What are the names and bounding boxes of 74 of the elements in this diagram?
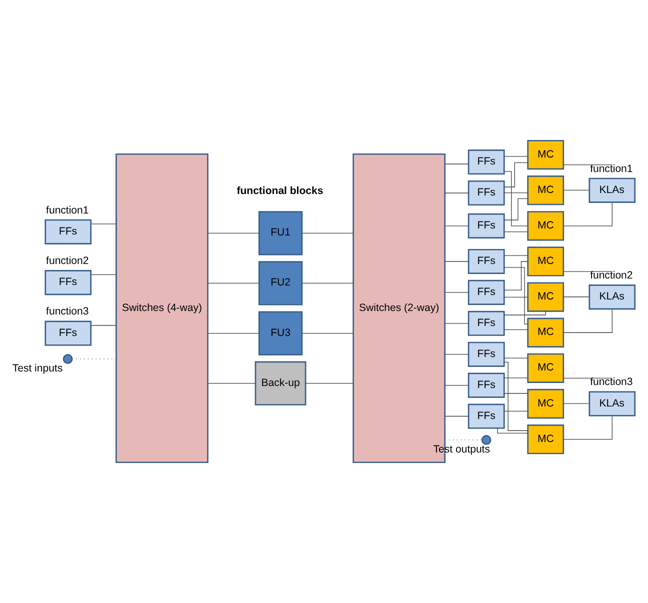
node-label: Test inputs — [12, 362, 63, 375]
connector — [302, 232, 354, 234]
node-box: MC — [527, 176, 564, 206]
node-box: FFs — [468, 150, 505, 175]
connector — [563, 309, 612, 333]
node-label: function2 — [46, 254, 89, 267]
connector — [504, 296, 528, 298]
connector — [302, 332, 354, 334]
node-box: FFs — [468, 404, 505, 429]
connector — [444, 261, 469, 262]
node-label: function3 — [590, 376, 633, 388]
connector — [563, 296, 590, 298]
connector — [563, 403, 590, 404]
node-box: MC — [527, 246, 564, 276]
connector — [504, 198, 528, 220]
connector — [563, 202, 612, 226]
node-box: Back-up — [254, 361, 306, 406]
connector — [504, 261, 528, 290]
connector — [563, 164, 613, 166]
node-box: FFs — [468, 342, 505, 367]
connector — [504, 171, 528, 226]
node-box: FFs — [468, 248, 505, 274]
node-box: FFs — [468, 280, 505, 305]
node-box: MC — [527, 353, 564, 383]
connector — [563, 271, 613, 272]
connector — [207, 282, 260, 284]
node-circle — [481, 435, 492, 445]
connector — [504, 410, 528, 412]
connector — [563, 378, 613, 379]
connector — [497, 428, 528, 434]
connector — [504, 311, 546, 316]
node-label: function3 — [46, 306, 89, 318]
node-circle — [62, 354, 73, 364]
node-box: FU1 — [258, 211, 303, 256]
connector — [444, 292, 469, 293]
node-box: Switches (4-way) — [116, 153, 208, 464]
connector — [504, 267, 528, 324]
connector — [504, 162, 528, 188]
connector — [444, 354, 469, 355]
connector — [91, 325, 116, 326]
node-box: MC — [527, 424, 564, 454]
connector — [563, 416, 612, 440]
node-box: MC — [527, 211, 564, 241]
node-box: MC — [527, 140, 564, 170]
node-box: FFs — [468, 180, 505, 206]
node-box: MC — [527, 318, 564, 348]
node-box: FU2 — [258, 261, 303, 306]
node-box: FU3 — [258, 311, 303, 356]
connector — [305, 383, 354, 384]
node-box: MC — [527, 388, 564, 419]
connector — [563, 190, 590, 191]
node-box: FFs — [468, 213, 505, 238]
connector — [504, 393, 528, 394]
connector — [444, 323, 469, 324]
connector — [504, 192, 528, 194]
node-box: FFs — [468, 310, 505, 336]
node-label: function1 — [46, 204, 89, 216]
node-box: FFs — [468, 372, 505, 398]
connector — [504, 362, 528, 431]
connector — [504, 255, 528, 256]
label: functional blocks — [236, 185, 324, 198]
connector — [302, 282, 354, 284]
connector — [504, 156, 528, 157]
node-box: MC — [527, 282, 564, 312]
connector — [207, 232, 260, 234]
connector — [207, 383, 256, 384]
node-label: function1 — [590, 162, 633, 175]
node-label: function2 — [590, 269, 633, 282]
connector — [207, 332, 260, 334]
connector — [444, 192, 469, 194]
connector — [444, 384, 469, 386]
connector — [504, 329, 528, 330]
connector — [444, 416, 469, 417]
connector — [91, 274, 116, 275]
